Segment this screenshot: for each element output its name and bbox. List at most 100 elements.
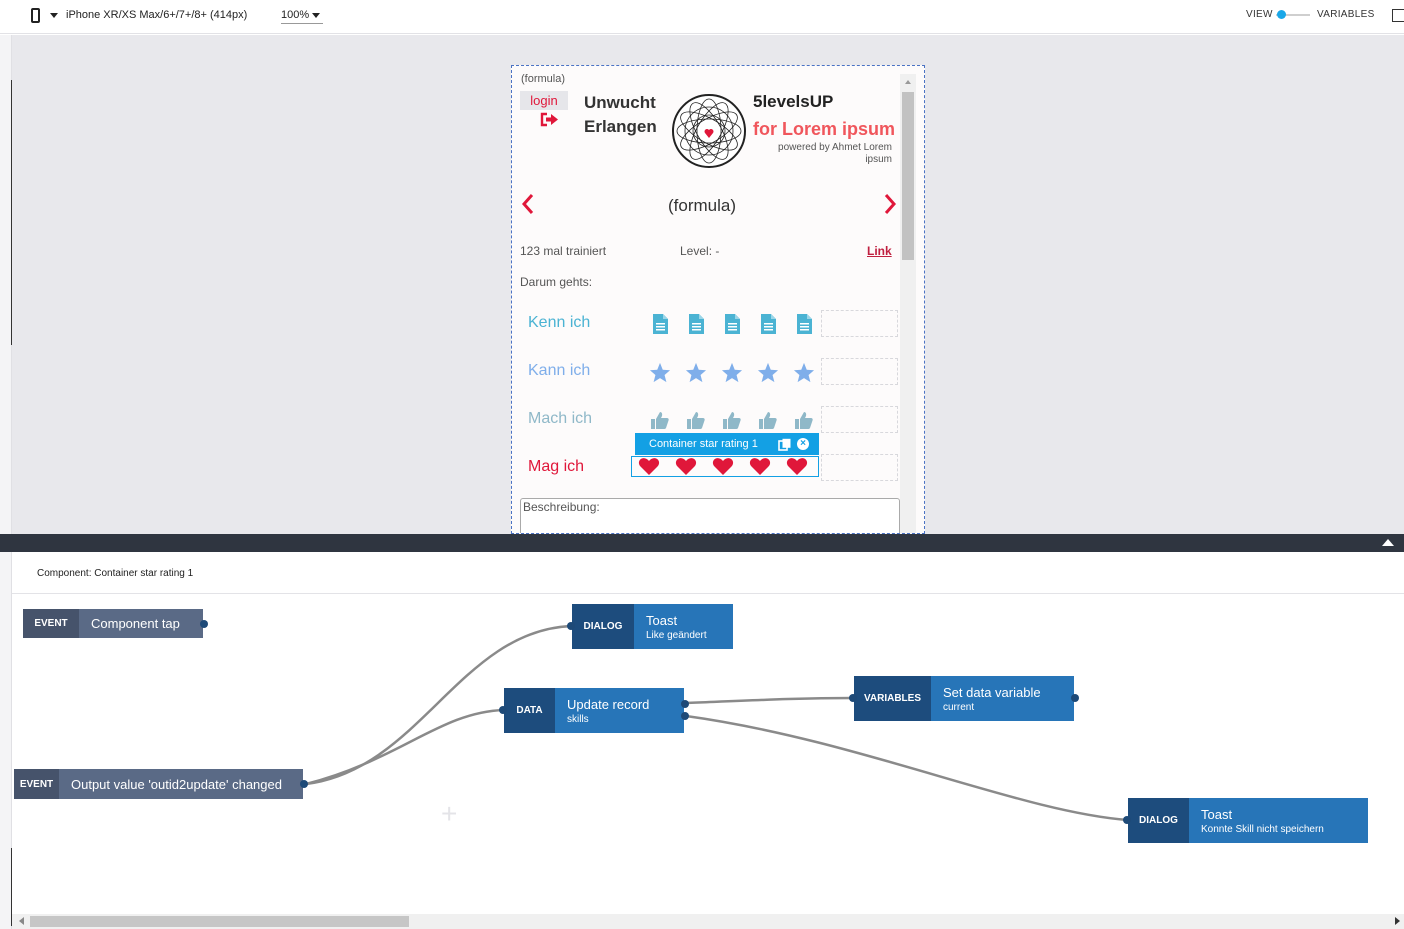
scroll-up-arrow-icon[interactable] <box>905 80 911 84</box>
rating-label: Mag ich <box>528 458 585 475</box>
section-heading: Darum gehts: <box>520 275 593 289</box>
heart-icon[interactable] <box>741 454 778 478</box>
node-body: Output value 'outid2update' changed <box>59 769 303 799</box>
event-node-component-tap[interactable]: EVENT Component tap <box>23 609 203 638</box>
device-dropdown-caret-icon[interactable] <box>50 13 58 18</box>
node-subtitle: skills <box>567 713 589 725</box>
data-node-update-record[interactable]: DATA Update record skills <box>504 688 684 733</box>
formula-text-small: (formula) <box>521 73 566 85</box>
club-name: Unwucht Erlangen <box>584 91 657 139</box>
node-input-port[interactable] <box>849 694 857 702</box>
add-node-plus-icon[interactable]: + <box>441 798 458 829</box>
left-edge-rule <box>11 848 12 926</box>
thumbs-up-rating[interactable] <box>642 406 822 434</box>
left-edge-rule <box>11 80 12 345</box>
selection-tag[interactable]: Container star rating 1 <box>635 433 819 455</box>
document-icon[interactable] <box>642 310 678 338</box>
rating-label: Kenn ich <box>528 314 591 331</box>
view-variables-toggle-knob[interactable] <box>1277 10 1286 19</box>
login-button[interactable]: login <box>520 91 568 110</box>
dialog-node-toast-like[interactable]: DIALOG Toast Like geändert <box>572 604 733 649</box>
node-output-port-success[interactable] <box>681 700 689 708</box>
star-icon[interactable] <box>642 358 678 386</box>
rating-row-kann: Kann ich <box>512 356 912 396</box>
login-arrow-icon[interactable] <box>540 112 559 127</box>
document-icon[interactable] <box>750 310 786 338</box>
star-icon[interactable] <box>750 358 786 386</box>
node-type-label: DIALOG <box>1128 798 1189 843</box>
panel-divider[interactable] <box>0 534 1404 552</box>
heart-rating[interactable] <box>630 454 815 478</box>
top-toolbar: iPhone XR/XS Max/6+/7+/8+ (414px) 100% V… <box>0 0 1404 34</box>
club-name-line1: Unwucht <box>584 93 656 112</box>
brand-name: 5levelsUP <box>753 92 834 111</box>
node-type-label: EVENT <box>14 769 59 799</box>
external-link[interactable]: Link <box>867 244 892 258</box>
event-node-output-changed[interactable]: EVENT Output value 'outid2update' change… <box>14 769 303 799</box>
document-icon[interactable] <box>714 310 750 338</box>
powered-by-text: powered by Ahmet Lorem ipsum <box>778 142 892 165</box>
variables-node-set-data-variable[interactable]: VARIABLES Set data variable current <box>854 676 1074 721</box>
heart-icon[interactable] <box>630 454 667 478</box>
zoom-selector[interactable]: 100% <box>281 9 323 24</box>
thumbs-up-icon[interactable] <box>786 406 822 434</box>
collapse-arrow-icon[interactable] <box>1382 539 1394 546</box>
heart-icon[interactable] <box>704 454 741 478</box>
level-text: Level: - <box>680 244 720 258</box>
phone-device-icon[interactable] <box>31 8 40 23</box>
chevron-left-icon[interactable] <box>521 193 535 215</box>
zoom-dropdown-caret-icon[interactable] <box>312 13 320 18</box>
horizontal-scroll-thumb[interactable] <box>30 916 409 927</box>
rating-value-box <box>821 358 898 385</box>
node-title: Toast <box>1201 806 1233 822</box>
view-variables-toggle-track[interactable] <box>1276 14 1310 16</box>
formula-text-title: (formula) <box>667 196 736 215</box>
star-icon[interactable] <box>786 358 822 386</box>
selected-component-outline[interactable] <box>631 456 819 477</box>
node-title: Component tap <box>91 616 180 631</box>
phone-scrollbar[interactable] <box>900 74 916 533</box>
thumbs-up-icon[interactable] <box>678 406 714 434</box>
node-output-port-error[interactable] <box>681 712 689 720</box>
copy-icon[interactable] <box>778 438 792 451</box>
star-rating[interactable] <box>642 358 822 386</box>
description-box[interactable]: Beschreibung: <box>520 498 900 533</box>
close-icon[interactable]: × <box>797 438 809 450</box>
node-input-port[interactable] <box>499 706 507 714</box>
dialog-node-toast-error[interactable]: DIALOG Toast Konnte Skill nicht speicher… <box>1128 798 1368 843</box>
rating-row-mach: Mach ich <box>512 404 912 444</box>
device-selector[interactable]: iPhone XR/XS Max/6+/7+/8+ (414px) <box>66 9 248 21</box>
scroll-left-arrow-icon[interactable] <box>19 917 24 925</box>
logic-panel-header: Component: Container star rating 1 <box>12 552 1404 594</box>
node-subtitle: Konnte Skill nicht speichern <box>1201 823 1324 835</box>
scroll-thumb[interactable] <box>902 92 914 260</box>
node-input-port[interactable] <box>567 622 575 630</box>
node-title: Toast <box>646 612 678 628</box>
heart-icon[interactable] <box>667 454 704 478</box>
document-rating[interactable] <box>642 310 822 338</box>
node-type-label: VARIABLES <box>854 676 931 721</box>
view-mode-label: VIEW <box>1246 9 1273 20</box>
node-body: Toast Konnte Skill nicht speichern <box>1189 798 1368 843</box>
thumbs-up-icon[interactable] <box>714 406 750 434</box>
node-input-port[interactable] <box>1123 816 1131 824</box>
node-body: Toast Like geändert <box>634 604 733 649</box>
panel-icon[interactable] <box>1392 9 1404 22</box>
thumbs-up-icon[interactable] <box>642 406 678 434</box>
phone-preview[interactable]: (formula) login Unwucht Erlangen 5levels… <box>511 65 925 534</box>
node-output-port[interactable] <box>300 780 308 788</box>
star-icon[interactable] <box>678 358 714 386</box>
node-output-port[interactable] <box>200 620 208 628</box>
node-output-port[interactable] <box>1071 694 1079 702</box>
rating-label: Kann ich <box>528 362 591 379</box>
thumbs-up-icon[interactable] <box>750 406 786 434</box>
document-icon[interactable] <box>678 310 714 338</box>
heart-icon[interactable] <box>778 454 815 478</box>
node-title: Update record <box>567 696 650 712</box>
document-icon[interactable] <box>786 310 822 338</box>
star-icon[interactable] <box>714 358 750 386</box>
node-type-label: DIALOG <box>572 604 634 649</box>
chevron-right-icon[interactable] <box>883 193 897 215</box>
scroll-right-arrow-icon[interactable] <box>1395 917 1400 925</box>
zoom-value: 100% <box>281 9 310 21</box>
